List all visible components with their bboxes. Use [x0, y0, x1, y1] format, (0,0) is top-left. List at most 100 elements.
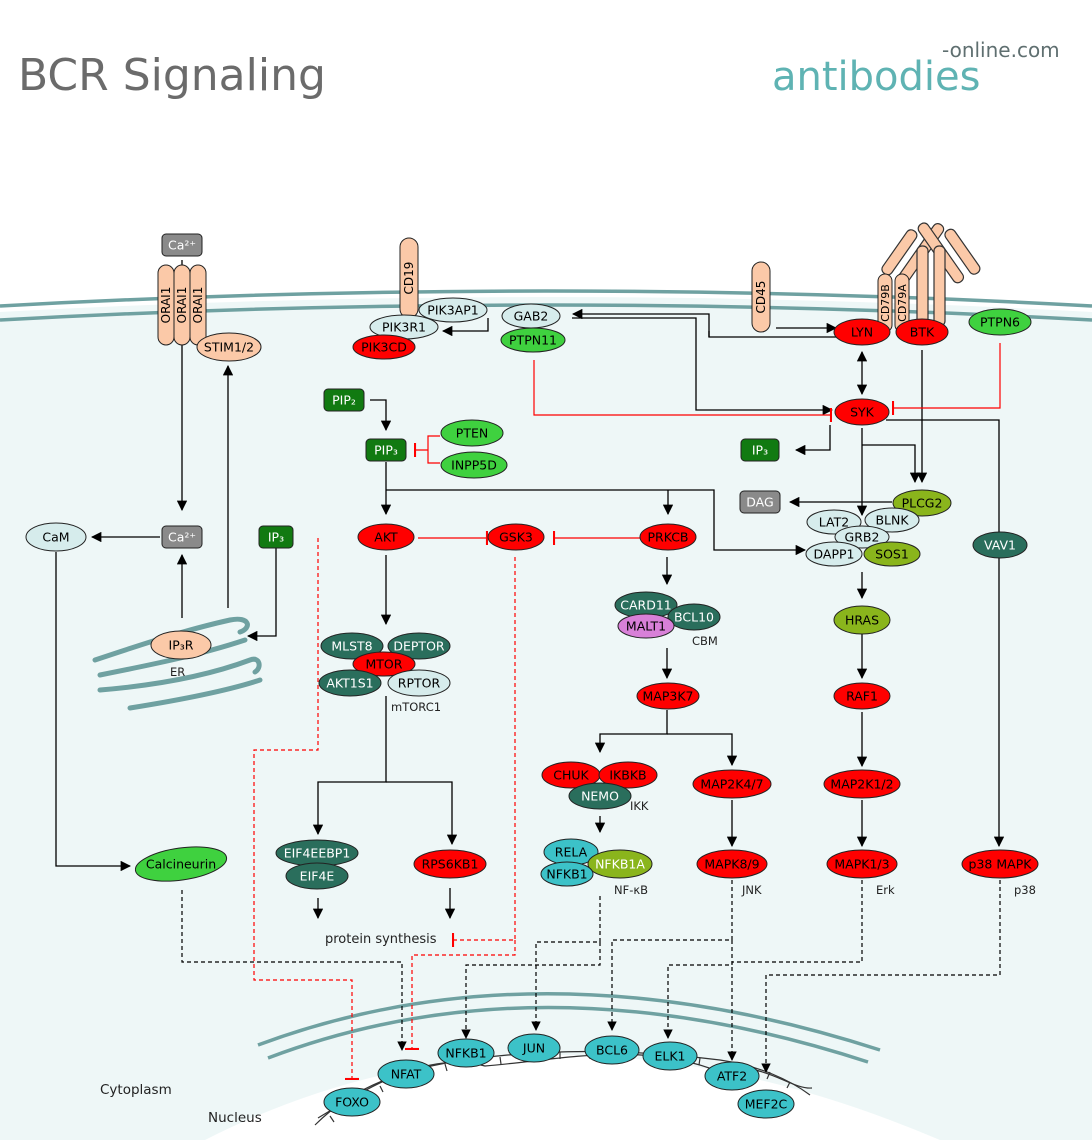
node-label: NFKB1 [445, 1046, 486, 1061]
node-label: VAV1 [984, 538, 1016, 553]
node-nfkb1a: NFKB1A [587, 849, 653, 879]
node-label: MAP2K1/2 [830, 777, 893, 792]
er-label: ER [170, 665, 185, 679]
node-plcg2: PLCG2 [892, 489, 952, 517]
node-label: IP₃ [268, 530, 284, 545]
node-vav1: VAV1 [972, 531, 1028, 559]
node-label: MAP3K7 [643, 689, 694, 704]
node-ip3-left: IP₃ [258, 525, 294, 549]
node-label: PIP₂ [332, 393, 356, 408]
node-atf2: ATF2 [704, 1061, 760, 1091]
node-map2k47: MAP2K4/7 [692, 769, 772, 799]
node-label: CD45 [754, 281, 768, 314]
node-pip2: PIP₂ [323, 388, 365, 412]
node-raf1: RAF1 [833, 682, 891, 710]
node-cd45: CD45 [751, 261, 771, 333]
node-chuk: CHUK [541, 761, 601, 789]
node-rptor: RPTOR [387, 669, 451, 697]
node-prkcb: PRKCB [639, 523, 697, 551]
node-label: BCL10 [674, 610, 714, 625]
node-label: ORAI1 [175, 287, 189, 324]
node-ikbkb: IKBKB [598, 761, 658, 789]
node-label: CHUK [553, 768, 589, 783]
node-label: PIP₃ [374, 443, 398, 458]
node-label: CD79A [896, 284, 909, 322]
node-orai1: ORAI1 [173, 264, 191, 346]
nucleus-label: Nucleus [208, 1110, 262, 1126]
node-label: GSK3 [499, 530, 533, 545]
node-label: CD19 [402, 262, 416, 295]
node-label: SYK [850, 405, 875, 420]
node-eif4eebp1: EIF4EEBP1 [275, 839, 359, 867]
node-mapk13: MAPK1/3 [826, 849, 898, 879]
node-inpp5d: INPP5D [440, 451, 508, 479]
node-label: SOS1 [875, 547, 909, 562]
node-grb2: GRB2 [834, 525, 890, 549]
node-label: IP₃ [752, 443, 768, 458]
node-label: CARD11 [620, 598, 672, 613]
node-label: PIK3CD [361, 340, 407, 355]
node-label: FOXO [335, 1095, 369, 1110]
node-label: CD79B [879, 284, 892, 322]
node-cam: CaM [25, 522, 87, 552]
node-label: BLNK [875, 513, 909, 528]
node-p38mapk: p38 MAPK [961, 849, 1039, 879]
node-label: MAPK8/9 [704, 857, 759, 872]
node-gsk3: GSK3 [487, 523, 545, 551]
node-label: EIF4EEBP1 [284, 846, 351, 861]
node-label: PTPN11 [509, 333, 557, 348]
node-label: Ca²⁺ [168, 530, 196, 545]
node-label: RPTOR [398, 676, 441, 691]
nuclear-membrane [257, 992, 881, 1052]
ikk-label: IKK [630, 799, 649, 813]
node-label: ORAI1 [191, 287, 205, 324]
node-dapp1: DAPP1 [805, 541, 863, 567]
node-card11: CARD11 [614, 591, 678, 619]
node-label: INPP5D [451, 458, 497, 473]
node-syk: SYK [834, 398, 890, 426]
pathway-connections [55, 260, 1005, 1081]
node-label: BTK [910, 325, 935, 340]
node-pip3: PIP₃ [365, 438, 407, 462]
node-label: PTPN6 [980, 315, 1020, 330]
node-label: GAB2 [514, 309, 549, 324]
node-nfkb1-nuc: NFKB1 [437, 1038, 495, 1068]
cbm-label: CBM [692, 634, 718, 648]
page-title: BCR Signaling [18, 50, 326, 101]
node-label: GRB2 [845, 530, 880, 545]
node-lyn: LYN [833, 318, 891, 346]
node-rela: RELA [543, 838, 599, 866]
endoplasmic-reticulum [92, 616, 263, 711]
node-label: DEPTOR [393, 639, 445, 654]
node-label: RPS6KB1 [422, 857, 479, 872]
node-orai1: ORAI1 [189, 264, 207, 346]
node-ip3-right: IP₃ [740, 438, 780, 462]
node-ip3r: IP₃R [150, 630, 212, 660]
node-label: ORAI1 [159, 287, 173, 324]
node-label: STIM1/2 [204, 340, 254, 355]
node-label: MEF2C [745, 1097, 788, 1112]
node-label: PTEN [456, 426, 488, 441]
node-akt: AKT [357, 523, 415, 551]
node-nfkb1: NFKB1 [540, 861, 594, 887]
node-label: MAP2K4/7 [700, 777, 763, 792]
node-akt1s1: AKT1S1 [318, 669, 382, 697]
node-eif4e: EIF4E [285, 862, 349, 890]
node-bcl6: BCL6 [584, 1035, 640, 1065]
node-label: Ca²⁺ [168, 238, 196, 253]
node-label: MLST8 [331, 639, 372, 654]
node-label: IP₃R [169, 638, 194, 653]
node-label: Calcineurin [146, 857, 216, 872]
node-orai1: ORAI1 [157, 264, 175, 346]
node-sos1: SOS1 [863, 541, 921, 567]
node-mapk89: MAPK8/9 [696, 849, 768, 879]
node-label: p38 MAPK [969, 857, 1033, 872]
node-mtor: MTOR [352, 651, 416, 677]
node-label: JUN [522, 1041, 545, 1056]
node-cd19: CD19 [399, 237, 419, 319]
node-label: NEMO [581, 789, 619, 804]
node-btk: BTK [895, 318, 949, 346]
node-pten: PTEN [440, 419, 504, 447]
